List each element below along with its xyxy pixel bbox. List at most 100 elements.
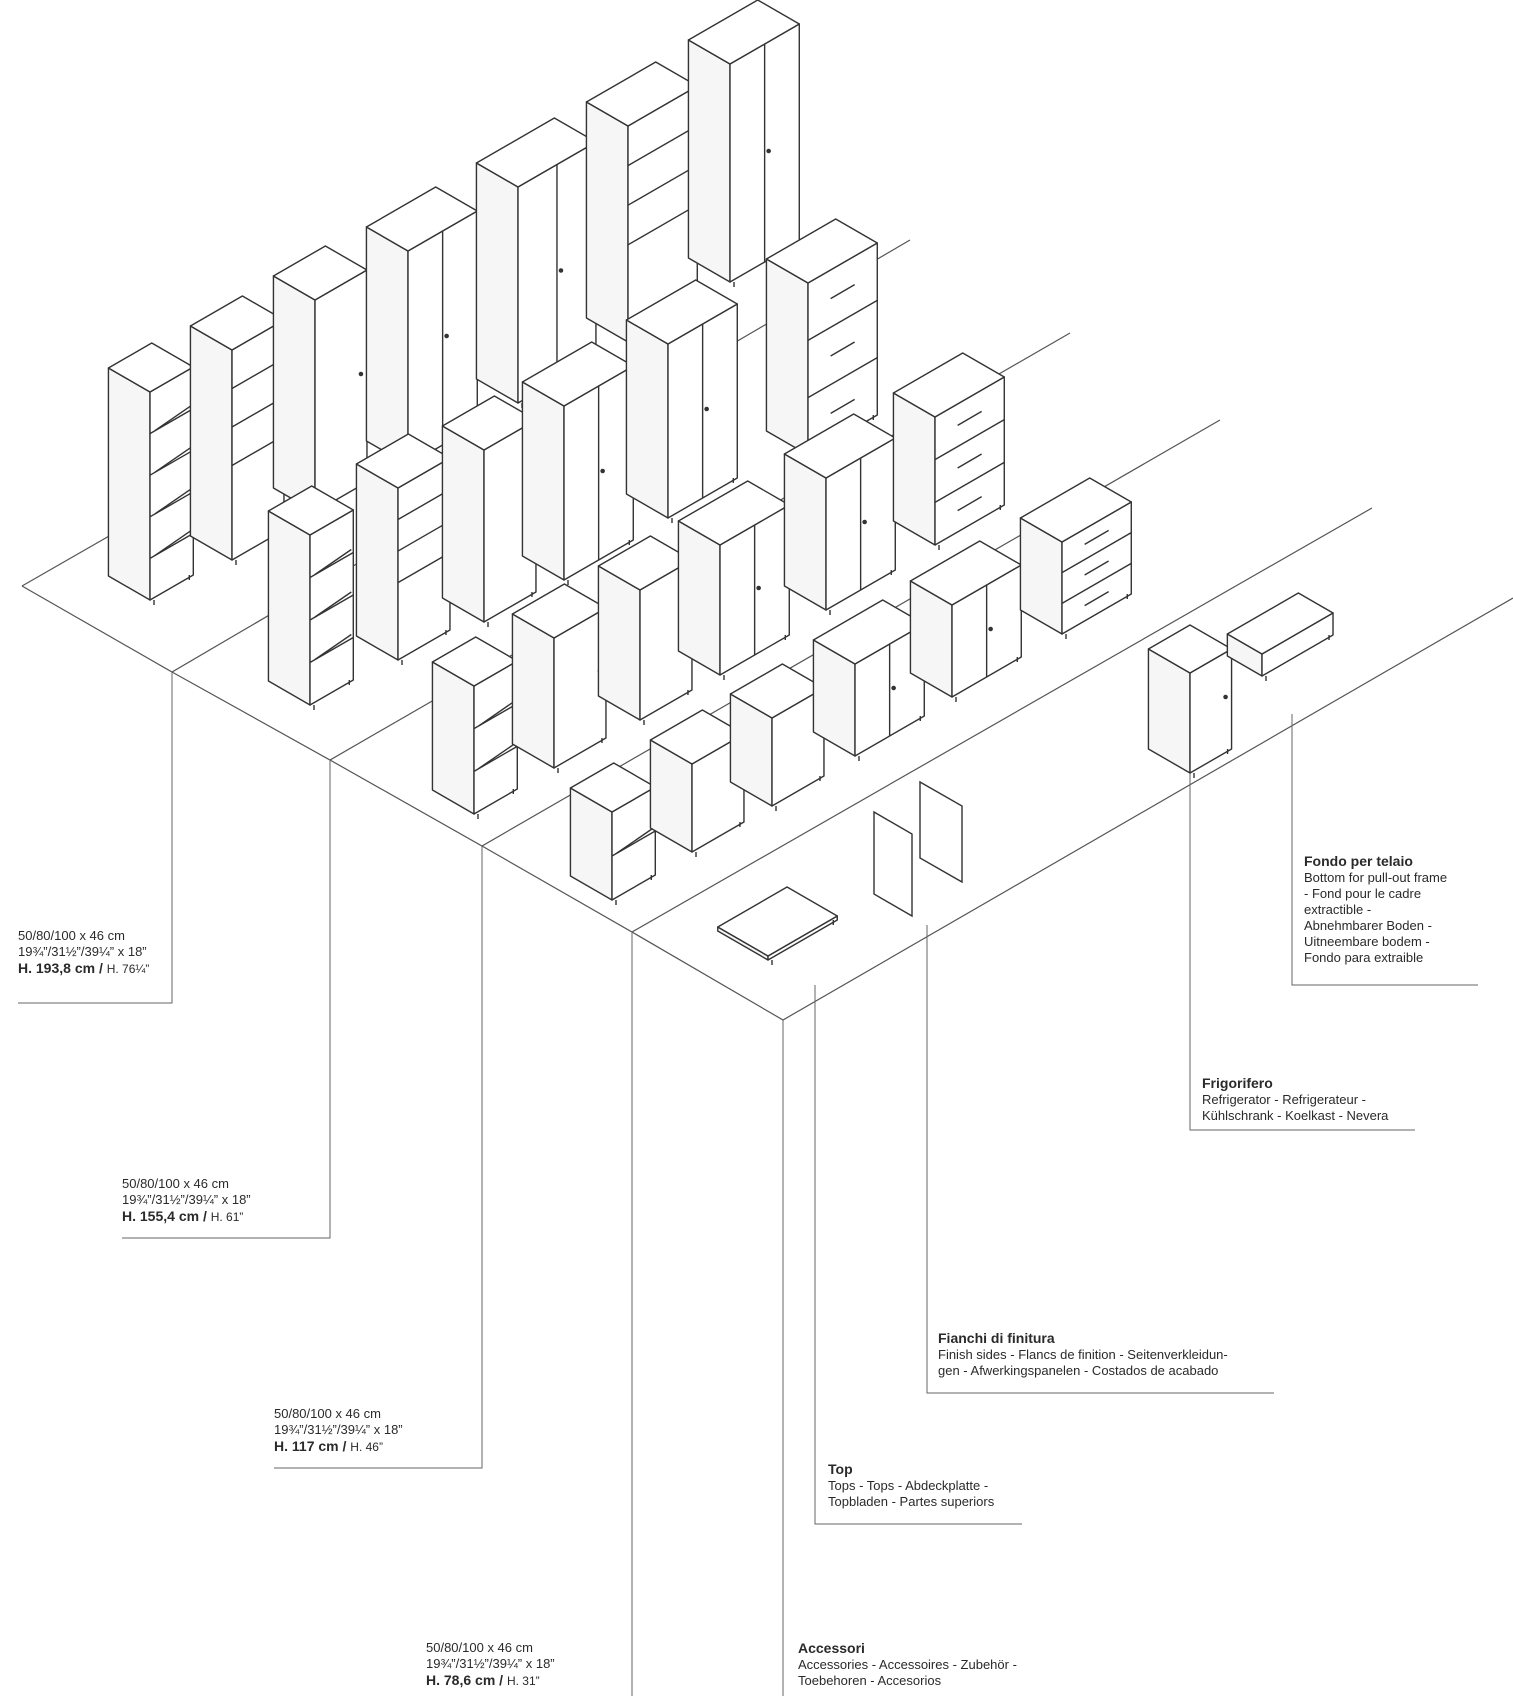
dims-cm: 50/80/100 x 46 cm [122, 1176, 229, 1191]
leader-155 [122, 760, 331, 1239]
side-panel [107, 367, 151, 601]
height-label-78: 50/80/100 x 46 cm 19¾”/31½”/39¼” x 18” H… [426, 1640, 555, 1689]
shelf [397, 488, 451, 521]
shelf-edge [154, 488, 192, 515]
side-panel [783, 453, 827, 611]
height-value: H. 117 cm / H. 46” [274, 1438, 383, 1454]
top-panel [1147, 624, 1233, 674]
front-panel [149, 366, 195, 601]
knob [704, 406, 709, 412]
height-value: H. 193,8 cm / H. 76¼” [18, 960, 150, 976]
title: Fondo per telaio [1304, 853, 1413, 869]
cabinet-h193-mixed-60 [189, 295, 285, 565]
height-label-117: 50/80/100 x 46 cm 19¾”/31½”/39¼” x 18” H… [274, 1406, 403, 1455]
cabinet-h193-open-50 [107, 342, 195, 605]
side-panel [585, 101, 629, 343]
dims-in: 19¾”/31½”/39¼” x 18” [274, 1422, 403, 1437]
knob [444, 333, 449, 339]
top-panel [625, 279, 738, 345]
top-panel [765, 218, 878, 284]
top-panel [729, 663, 825, 719]
shelf [627, 124, 698, 167]
side-panel [267, 510, 311, 706]
knob [358, 371, 364, 377]
knob [600, 468, 605, 474]
top-panel [431, 636, 518, 687]
drawer-split [934, 419, 1005, 461]
top-panel [511, 583, 607, 639]
shelf-edge [478, 742, 516, 769]
drawer-handle [1084, 591, 1109, 607]
top-panel [267, 485, 354, 536]
finish-side-1 [873, 810, 913, 918]
dims-in: 19¾”/31½”/39¼” x 18” [426, 1656, 555, 1671]
leader-frigorifero [1189, 770, 1415, 1131]
side-panel [365, 226, 409, 466]
top-panel-drawing [717, 886, 838, 965]
finish-side-2 [919, 780, 963, 884]
cabinet-h117-door-80 [677, 480, 790, 680]
height-value: H. 78,6 cm / H. 31” [426, 1672, 540, 1688]
drawer-handle [957, 496, 982, 512]
label-frigorifero: Frigorifero Refrigerator - Refrigerateur… [1202, 1075, 1389, 1123]
cabinet-h78-drawers-80 [1019, 477, 1132, 639]
shelf [627, 164, 698, 206]
refrigerator-drawing [1147, 624, 1233, 778]
cabinet-h117-drawers-80 [892, 352, 1005, 550]
top-panel [475, 117, 597, 188]
leader-193 [18, 672, 173, 1004]
top-panel [677, 480, 790, 546]
pull-out-frame-bottom [1226, 592, 1334, 681]
drawer-handle [830, 284, 855, 300]
side-panel [677, 520, 721, 676]
cabinet-h78-door-80b [909, 540, 1022, 702]
top-panel [521, 341, 634, 407]
height-value: H. 155,4 cm / H. 61” [122, 1208, 244, 1224]
leader-117 [274, 846, 483, 1469]
top-panel [189, 295, 285, 351]
cabinet-drawings [107, 0, 1334, 965]
top-panel [909, 540, 1022, 606]
top-panel [107, 342, 195, 393]
side-panel [189, 325, 233, 561]
dims-cm: 50/80/100 x 46 cm [274, 1406, 381, 1421]
cabinet-h155-door-80b [625, 279, 738, 523]
shelf-edge [154, 529, 192, 556]
top-panel [717, 886, 838, 957]
drawer-split [807, 357, 878, 399]
knob [1223, 694, 1228, 700]
shelf-edge [314, 633, 352, 661]
drawer-split [1061, 562, 1132, 604]
knob [766, 148, 771, 154]
side-panel [521, 381, 565, 581]
drawer-handle [830, 398, 855, 414]
split [627, 204, 698, 246]
top-panel [1019, 477, 1132, 543]
knob [558, 268, 564, 273]
cabinet-h193-door-80b [687, 0, 800, 287]
leader-fianchi [926, 925, 1274, 1394]
cabinet-h193-door-90 [475, 117, 597, 408]
cabinet-h78-door-80 [812, 599, 925, 761]
split [397, 551, 451, 584]
side-panel [765, 258, 809, 456]
shelf-edge [616, 827, 654, 854]
side-panel [511, 613, 555, 769]
shelf-edge [154, 405, 192, 432]
drawer-handle [1084, 529, 1109, 545]
top-panel [812, 599, 925, 665]
drawer-split [1061, 532, 1132, 574]
cabinet-h78-open-50 [569, 762, 656, 905]
top-panel [892, 352, 1005, 418]
shelf-edge [154, 446, 192, 473]
side-panel [355, 463, 399, 661]
drawer-handle [957, 453, 982, 469]
drawer-handle [1084, 560, 1109, 576]
leader-lines [18, 672, 1478, 1696]
top-panel [441, 395, 537, 451]
knob [862, 519, 867, 525]
front-panel [473, 660, 518, 815]
top-panel [365, 186, 478, 252]
drawer-split [934, 461, 1005, 503]
